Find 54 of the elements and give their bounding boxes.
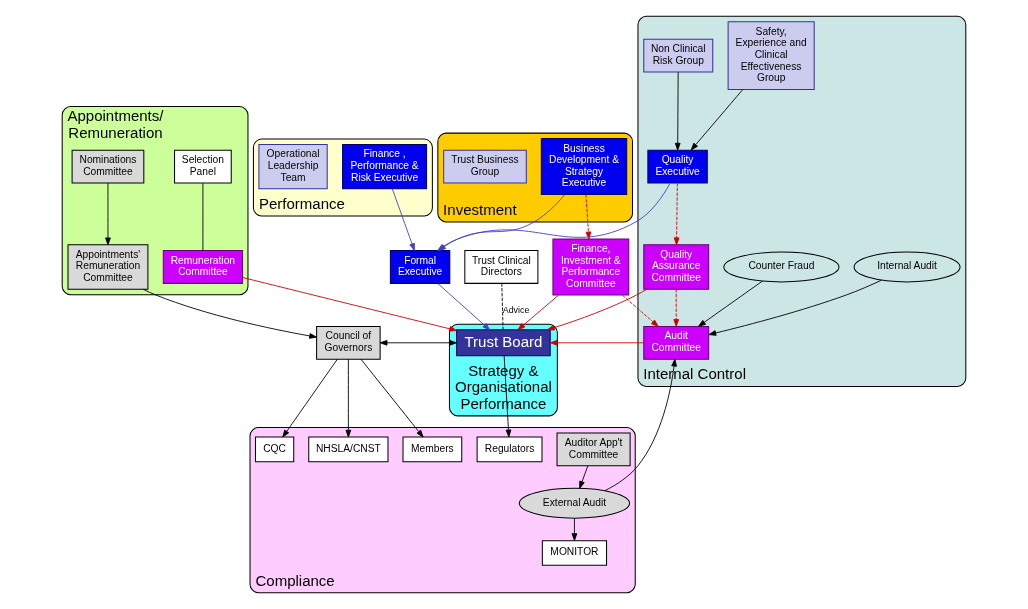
node-box: Finance , Performance & Risk Executive [342,143,428,190]
node-box: Finance, Investment & Performance Committee [552,238,630,296]
node-box: Non Clinical Risk Group [643,38,714,73]
node-box: Auditor App't Committee [556,432,631,467]
arrow [673,182,680,246]
node-box: Nominations Committee [71,149,145,184]
node-box: Appointments' Remuneration Committee [67,244,149,290]
arrow [503,355,512,438]
arrow [379,339,457,346]
node-box: Safety, Experience and Clinical Effectiveness Group [727,21,815,90]
node-box: Operational Leadership Team [258,143,328,190]
arrow [282,358,338,438]
arrow [604,358,677,492]
arrow [345,358,352,438]
node-box: Trust Business Group [443,149,527,184]
arrow [360,358,424,438]
node-box: Business Development & Strategy Executive [540,138,628,196]
arrow [549,339,645,346]
arrow [698,280,763,327]
connector [202,182,204,251]
arrow [674,71,681,151]
edge-label: Advice [502,305,530,316]
node-box: Remuneration Committee [162,250,243,284]
node-box: Selection Panel [174,149,232,184]
arrow [621,294,659,327]
node-box: Regulators [476,436,543,463]
arrow [437,283,491,331]
node-box: Trust Clinical Directors [464,250,539,284]
arrow [391,188,415,251]
node-box: Audit Committee [643,325,710,360]
node-ellipse: External Audit [518,487,631,519]
arrow [105,182,111,246]
node-box: Council of Governors [316,325,381,360]
node-box: CQC [254,436,295,463]
node-box: Quality Executive [647,149,708,184]
arrow [517,294,559,331]
node-box: Trust Board [456,329,551,357]
arrow [571,518,578,541]
arrow [242,277,457,332]
connector [501,283,504,331]
arrow [708,279,882,336]
arrow [673,288,680,327]
arrow [579,465,589,489]
node-box: NHSLA/CNST [308,436,389,463]
arrow [547,288,648,331]
arrow [690,89,744,151]
node-box: Formal Executive [389,250,451,284]
arrow [585,194,592,240]
node-ellipse: Counter Fraud [723,251,840,283]
node-box: Quality Assurance Committee [643,244,710,290]
node-box: Members [402,436,463,463]
arrow [142,288,317,339]
node-box: MONITOR [541,540,608,566]
node-ellipse: Internal Audit [853,251,961,283]
